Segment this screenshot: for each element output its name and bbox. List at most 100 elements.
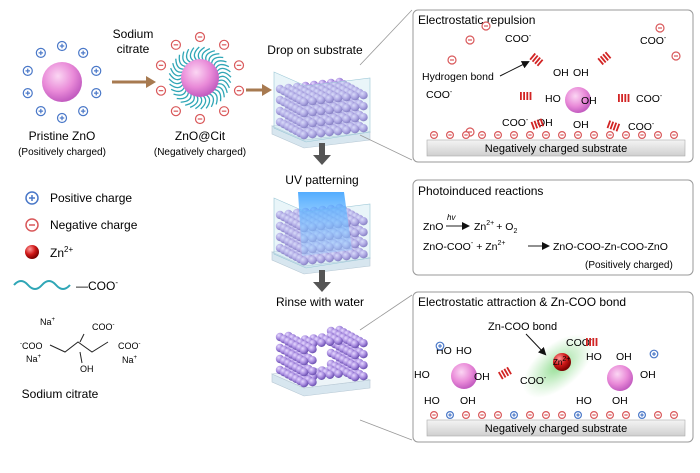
zno-ball bbox=[299, 357, 309, 366]
zno-ball bbox=[308, 378, 317, 387]
zinc-ion-icon bbox=[25, 245, 39, 259]
svg-text:-COO: -COO bbox=[20, 341, 43, 351]
zno-ball bbox=[316, 118, 326, 127]
zn-coo-bond-arrow bbox=[525, 333, 547, 356]
svg-text:COO-: COO- bbox=[92, 322, 115, 332]
zno-ball bbox=[299, 120, 309, 129]
negative-charge-icon bbox=[465, 35, 475, 45]
molecule-text: HO bbox=[576, 395, 592, 407]
molecule-text: OH bbox=[474, 371, 490, 383]
negative-charge-icon bbox=[637, 131, 646, 140]
negative-charge-icon bbox=[155, 60, 167, 71]
zno-particle-icon bbox=[451, 363, 477, 389]
zno-ball bbox=[334, 369, 343, 378]
zno-ball bbox=[299, 379, 309, 388]
negative-charge-icon bbox=[170, 39, 182, 50]
svg-text:—COO-: —COO- bbox=[76, 278, 118, 293]
negative-charge-icon bbox=[621, 131, 630, 140]
molecule-text: COO- bbox=[636, 93, 663, 105]
negative-charge-icon bbox=[605, 131, 614, 140]
bond-hatch bbox=[530, 118, 545, 130]
zno-ball bbox=[342, 115, 351, 124]
arrow-label-citrate: citrate bbox=[117, 42, 150, 56]
bond-hatch bbox=[618, 94, 630, 102]
zno-ball bbox=[359, 361, 368, 370]
molecule-text: OH bbox=[460, 395, 476, 407]
molecule-text: COO- bbox=[640, 35, 667, 47]
cit-label: ZnO@Cit bbox=[175, 129, 226, 143]
molecule-text: HO bbox=[456, 345, 472, 357]
eq1-hv: hv bbox=[447, 213, 456, 222]
molecule-text: COO- bbox=[566, 337, 593, 349]
zno-ball bbox=[333, 127, 343, 136]
negative-charge-icon bbox=[621, 411, 630, 420]
zno-particle-icon bbox=[565, 87, 591, 113]
zno-ball bbox=[299, 109, 309, 118]
citrate-chain-icon bbox=[13, 280, 71, 290]
pristine-label: Pristine ZnO bbox=[29, 129, 96, 143]
negative-charge-icon bbox=[430, 411, 439, 420]
legend: Positive charge Negative charge Zn2+ —CO… bbox=[13, 191, 141, 401]
negative-charge-icon bbox=[462, 411, 471, 420]
molecule-text: Zn2+ bbox=[553, 356, 570, 367]
legend-coo-label: —COO bbox=[76, 279, 115, 293]
struct-coo-right: COO bbox=[118, 341, 139, 351]
legend-positive: Positive charge bbox=[25, 191, 132, 205]
zno-ball bbox=[308, 108, 317, 117]
negative-charge-icon bbox=[218, 106, 230, 117]
zno-ball bbox=[359, 113, 368, 122]
liquid-film bbox=[273, 71, 371, 143]
zno-ball bbox=[342, 104, 351, 113]
step-rinse-label: Rinse with water bbox=[276, 295, 364, 309]
negative-charge-icon bbox=[462, 131, 471, 140]
eq2-plus-zn: + Zn bbox=[476, 241, 497, 253]
svg-text:Na+: Na+ bbox=[122, 355, 138, 365]
pristine-zno-group: Pristine ZnO (Positively charged) bbox=[18, 40, 106, 158]
sodium-citrate-structure: Na+ COO- -COO Na+ COO- Na+ OH bbox=[20, 317, 141, 374]
zno-ball bbox=[359, 250, 368, 259]
zno-ball bbox=[325, 95, 334, 104]
zinc-ion-icon bbox=[553, 353, 571, 371]
slab-rinse-with-water bbox=[270, 325, 372, 397]
zno-ball bbox=[342, 252, 351, 261]
panel1-substrate bbox=[426, 139, 686, 157]
bond-hatch bbox=[586, 338, 598, 346]
zno-ball bbox=[333, 253, 343, 262]
zno-ball bbox=[308, 345, 317, 354]
arrow-label-sodium: Sodium bbox=[113, 27, 154, 41]
zno-ball bbox=[342, 126, 351, 135]
negative-charge-icon bbox=[541, 411, 550, 420]
zno-ball bbox=[299, 368, 309, 377]
hbond-arrow bbox=[499, 61, 530, 77]
negative-charge-icon bbox=[589, 411, 598, 420]
negative-charge-icon bbox=[653, 411, 662, 420]
molecule-text: COO- bbox=[502, 117, 529, 129]
zno-ball bbox=[316, 96, 326, 105]
negative-charge-icon bbox=[510, 131, 519, 140]
molecule-text: COO- bbox=[628, 121, 655, 133]
panel3-substrate bbox=[426, 419, 686, 437]
positive-charge-icon bbox=[446, 411, 455, 420]
struct-na2: Na bbox=[26, 354, 38, 364]
zno-ball bbox=[299, 131, 309, 140]
molecule-text: HO bbox=[414, 369, 430, 381]
negative-charge-icon bbox=[494, 131, 503, 140]
negative-charge-icon bbox=[525, 131, 534, 140]
struct-na1: Na bbox=[40, 317, 52, 327]
negative-charge-icon bbox=[194, 113, 206, 125]
pristine-positive-charges bbox=[22, 40, 102, 124]
negative-charge-icon bbox=[446, 131, 455, 140]
positive-charge-icon bbox=[56, 112, 68, 124]
zno-ball bbox=[359, 228, 368, 237]
zno-ball bbox=[350, 362, 360, 371]
legend-coo-sup: - bbox=[115, 278, 118, 287]
drop-arrow-head bbox=[262, 84, 272, 96]
eq2-note: (Positively charged) bbox=[585, 260, 673, 271]
zno-ball bbox=[342, 93, 351, 102]
zno-ball bbox=[325, 106, 334, 115]
negative-charge-icon bbox=[573, 131, 582, 140]
zno-ball bbox=[350, 229, 360, 238]
